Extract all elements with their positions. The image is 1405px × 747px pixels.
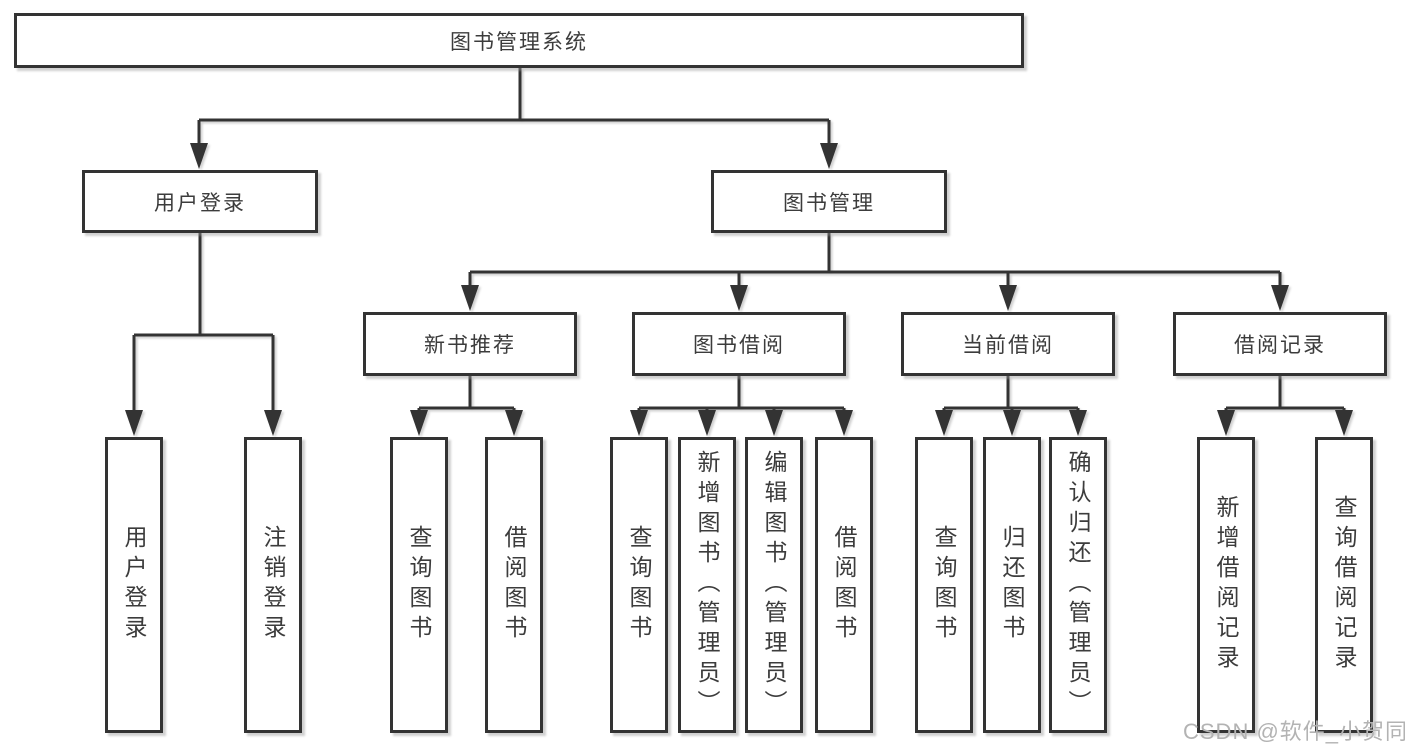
leaf-edit-books-admin: 编辑图书（管理员）: [745, 437, 803, 733]
leaf-query-books-borrow: 查询图书: [610, 437, 668, 733]
connector-book-mgmt-to-level3: [468, 233, 1282, 288]
leaf-query-books-current: 查询图书: [915, 437, 973, 733]
node-book-borrowing: 图书借阅: [632, 312, 846, 376]
node-new-book-recommend: 新书推荐: [363, 312, 577, 376]
leaf-add-books-admin: 新增图书（管理员）: [678, 437, 736, 733]
connector-book-borrow-to-leaves: [637, 376, 846, 414]
arrowheads: [125, 143, 1353, 436]
node-user-login: 用户登录: [82, 170, 318, 233]
leaf-logout-login: 注销登录: [244, 437, 302, 733]
leaf-add-borrow-record: 新增借阅记录: [1197, 437, 1255, 733]
node-book-management: 图书管理: [711, 170, 947, 233]
leaf-query-borrow-record: 查询借阅记录: [1315, 437, 1373, 733]
connector-current-borrow-to-leaves: [942, 376, 1080, 414]
connector-user-login-to-leaves: [132, 233, 275, 413]
node-root-system: 图书管理系统: [14, 13, 1024, 68]
leaf-query-books-recommend: 查询图书: [390, 437, 448, 733]
leaf-return-books: 归还图书: [983, 437, 1041, 733]
watermark-text: CSDN @软件_小贺同学: [1183, 719, 1405, 744]
node-borrowing-records: 借阅记录: [1173, 312, 1387, 376]
leaf-confirm-return-admin: 确认归还（管理员）: [1049, 437, 1107, 733]
leaf-user-login: 用户登录: [105, 437, 163, 733]
node-current-borrowing: 当前借阅: [901, 312, 1115, 376]
connector-root-to-level2: [197, 68, 831, 146]
leaf-borrow-books: 借阅图书: [815, 437, 873, 733]
connector-new-book-rec-to-leaves: [417, 376, 516, 414]
connector-borrow-records-to-leaves: [1224, 376, 1346, 414]
leaf-borrow-books-recommend: 借阅图书: [485, 437, 543, 733]
